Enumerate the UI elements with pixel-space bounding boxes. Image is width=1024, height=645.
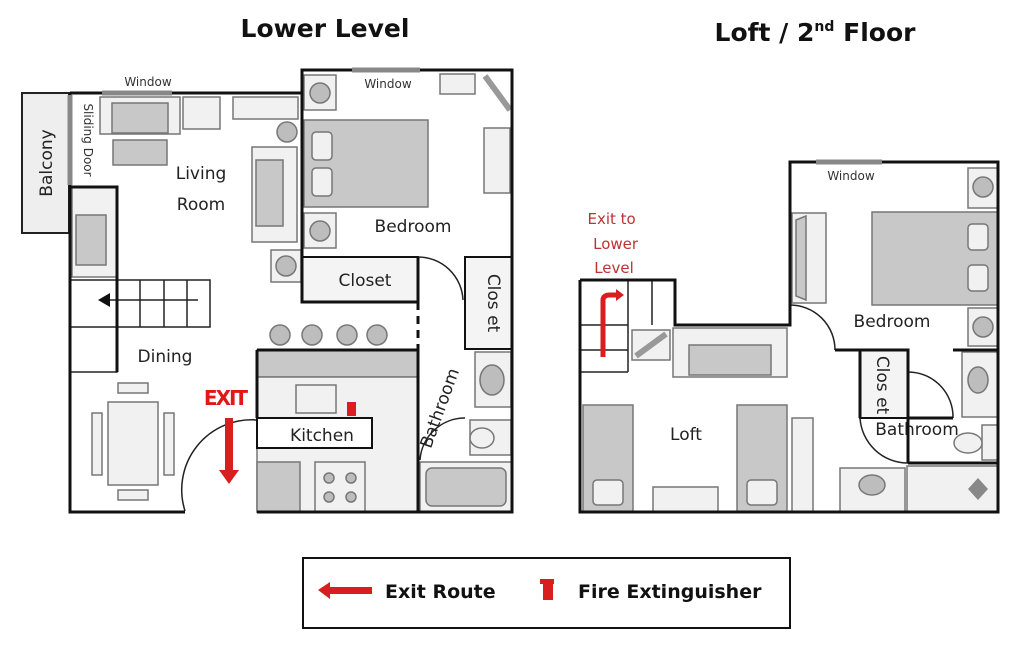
bedroom-window-label: Window [364,77,412,91]
loft-bedroom-label: Bedroom [854,312,931,332]
refrigerator [256,461,301,513]
loft-label: Loft [670,425,702,445]
legend: Exit Route Fire Extinguisher [302,557,791,629]
closet-label: Closet [339,271,392,291]
sofa-seat [111,102,169,134]
loft-title: Loft / 2nd Floor [715,18,917,47]
chair [163,412,175,476]
lower-level-title: Lower Level [241,14,410,43]
exit-route-legend-icon [318,582,372,599]
exit-to-lower-level-note: Exit to Lower Level [587,210,642,277]
loveseat-seat [255,159,284,227]
dining-label: Dining [138,347,193,367]
stove [314,461,366,513]
dresser [483,127,511,194]
chair [117,382,149,394]
kitchen-label-box [256,417,373,449]
bathroom-door-swing [419,417,466,461]
interior-walls [255,70,420,512]
loft-shelf [791,417,814,513]
loft-walls [578,160,1000,514]
sliding-door-label: Sliding Door [81,103,95,176]
loft-toilet [981,424,999,461]
loft-closet-label: Clos et [872,356,892,415]
bathroom-door-swing [859,417,909,464]
fire-extinguisher-legend-icon [540,579,554,600]
kitchen-sink [295,384,337,414]
bathroom-label: Bathroom [417,366,464,451]
loft-bathroom-label: Bathroom [875,420,959,440]
fire-extinguisher-icon [347,402,356,416]
legend-exit-route: Exit Route [385,581,496,603]
loft-interior-walls [835,348,998,465]
dresser [439,73,476,95]
loft-plan: Exit to Lower Level Loft Window Bedroom [578,159,1000,514]
exit-route-arrow [225,418,233,472]
loft-bench [652,486,719,513]
living-room-label: Living [176,164,227,184]
balcony [21,92,70,234]
bar-stool [301,324,323,346]
kitchen-bar-counter [256,349,419,378]
legend-fire-extinguisher: Fire Extinguisher [578,581,762,603]
bar-stool [269,324,291,346]
side-closet-label: Clos et [483,274,503,333]
loft-window-label: Window [827,169,875,183]
window-label: Window [124,75,172,89]
chair [91,412,103,476]
lower-level-plan: Balcony Sliding Door Living Room Window … [21,67,514,514]
bar-stool [336,324,358,346]
living-room-label-2: Room [177,195,225,215]
end-table [182,96,221,130]
exit-route-arrow [600,292,618,357]
entry-door-swing [180,419,258,512]
chair [117,489,149,501]
closet [301,256,419,303]
bedroom-door-swing [417,256,464,301]
cabinet [232,96,299,120]
side-closet [464,256,513,350]
exit-sign: EXIT [204,386,249,410]
coffee-table [112,139,168,166]
fireplace-hearth [75,214,107,266]
lamp [275,255,297,277]
closet-door-swing [907,371,954,419]
bedroom-label: Bedroom [375,217,452,237]
loft-bedroom-door-swing [789,304,836,351]
lamp [276,121,298,143]
balcony-label: Balcony [37,129,57,196]
dining-table [107,401,159,486]
bedroom-door [482,74,513,112]
kitchen-label: Kitchen [290,426,354,446]
bar-stool [366,324,388,346]
stair-wall [70,185,119,372]
